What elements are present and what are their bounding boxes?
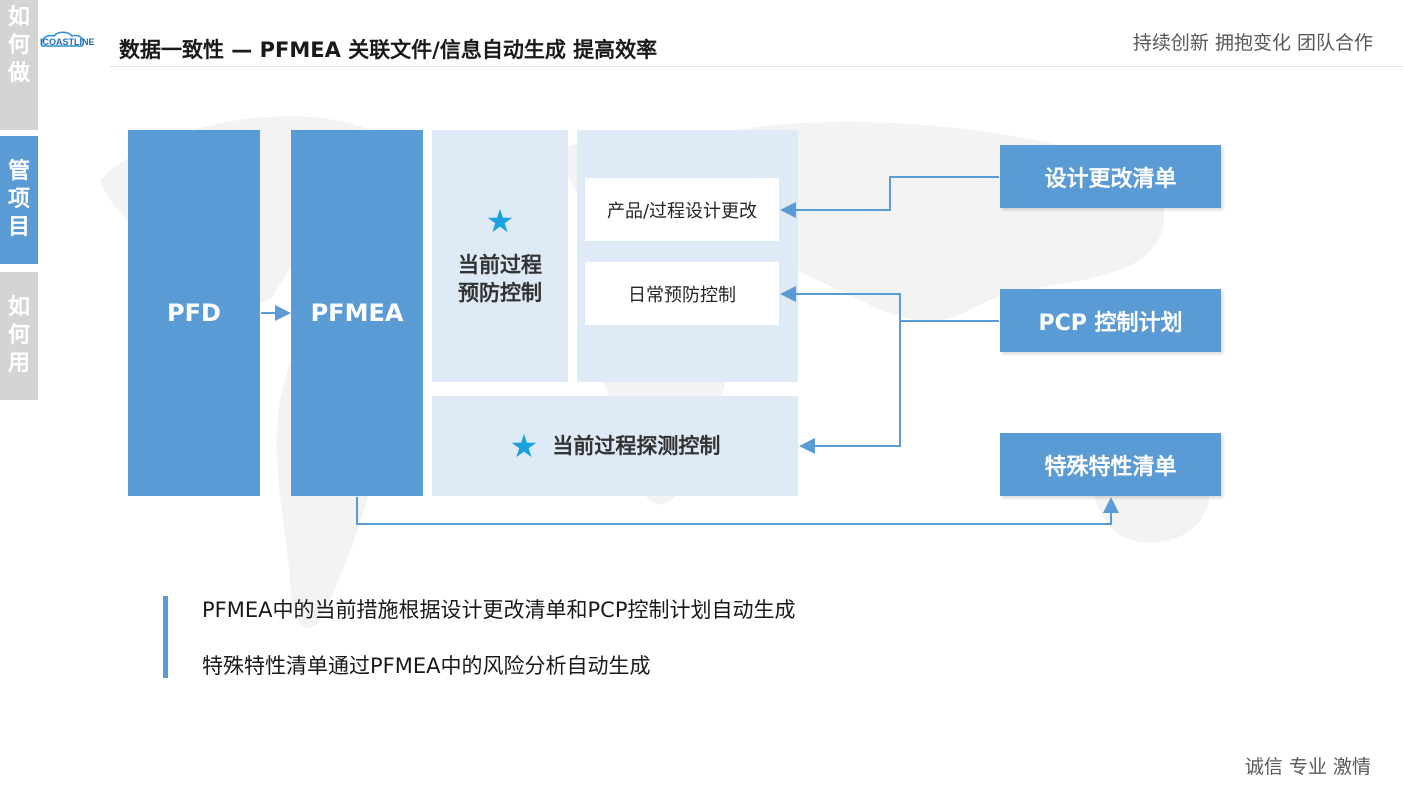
pcp-control-plan-box: PCP 控制计划 xyxy=(1000,289,1221,352)
detection-title: 当前过程探测控制 xyxy=(552,434,721,458)
pfmea-box: PFMEA xyxy=(291,130,423,496)
star-icon: ★ xyxy=(509,427,539,465)
pfd-label: PFD xyxy=(167,299,221,327)
prevention-items-panel xyxy=(577,130,798,382)
bullet-accent-bar xyxy=(163,596,168,678)
star-icon: ★ xyxy=(485,202,515,240)
header-slogan: 持续创新 拥抱变化 团队合作 xyxy=(1132,32,1373,54)
prevention-control-panel: ★ 当前过程 预防控制 xyxy=(432,130,568,382)
prevention-title-line2: 预防控制 xyxy=(458,281,542,305)
product-process-change-box: 产品/过程设计更改 xyxy=(585,178,779,241)
header-divider xyxy=(110,66,1403,67)
side-tab-how-to-do[interactable]: 如 何 做 xyxy=(0,0,38,130)
prevention-title-line1: 当前过程 xyxy=(458,253,542,277)
bullet-item: PFMEA中的当前措施根据设计更改清单和PCP控制计划自动生成 xyxy=(202,598,796,622)
pfd-box: PFD xyxy=(128,130,260,496)
page-title: 数据一致性 — PFMEA 关联文件/信息自动生成 提高效率 xyxy=(119,38,658,62)
side-tab-manage-project[interactable]: 管 项 目 xyxy=(0,136,38,264)
svg-text:ICOASTLINE: ICOASTLINE xyxy=(40,37,95,47)
daily-prevention-box: 日常预防控制 xyxy=(585,262,779,325)
pfmea-label: PFMEA xyxy=(310,299,404,327)
special-characteristics-list-box: 特殊特性清单 xyxy=(1000,433,1221,496)
side-tab-how-to-use[interactable]: 如 何 用 xyxy=(0,272,38,400)
design-change-list-box: 设计更改清单 xyxy=(1000,145,1221,208)
bullet-item: 特殊特性清单通过PFMEA中的风险分析自动生成 xyxy=(202,654,651,678)
company-logo: ICOASTLINE xyxy=(40,31,95,47)
footer-slogan: 诚信 专业 激情 xyxy=(1244,756,1371,778)
detection-control-panel: ★ 当前过程探测控制 xyxy=(432,396,798,496)
